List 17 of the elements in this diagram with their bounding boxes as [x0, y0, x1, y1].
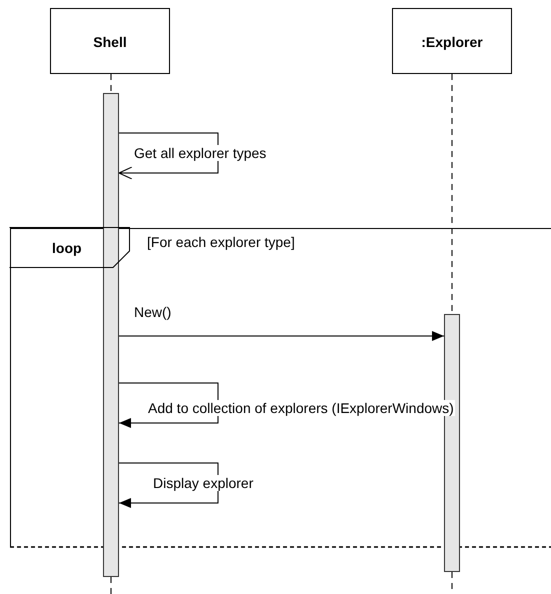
message-label: Add to collection of explorers (IExplorerWindows) [147, 400, 455, 416]
lifeline-head [50, 8, 170, 74]
participant-name: :Explorer [421, 34, 483, 50]
self-message-arrow [118, 462, 218, 508]
message-label: New() [133, 304, 172, 320]
lifeline-head [392, 8, 512, 74]
lifeline [110, 576, 112, 594]
message-label: Get all explorer types [133, 145, 268, 161]
self-message-arrow [118, 132, 218, 180]
fragment-operator: loop [52, 240, 82, 256]
message-arrow [118, 331, 444, 341]
guard-condition: [For each explorer type] [147, 234, 295, 250]
self-message-arrow [118, 382, 218, 428]
lifeline [110, 74, 112, 94]
activation-bar [103, 93, 119, 577]
message-label: Display explorer [152, 475, 254, 491]
participant-name: Shell [93, 34, 127, 50]
